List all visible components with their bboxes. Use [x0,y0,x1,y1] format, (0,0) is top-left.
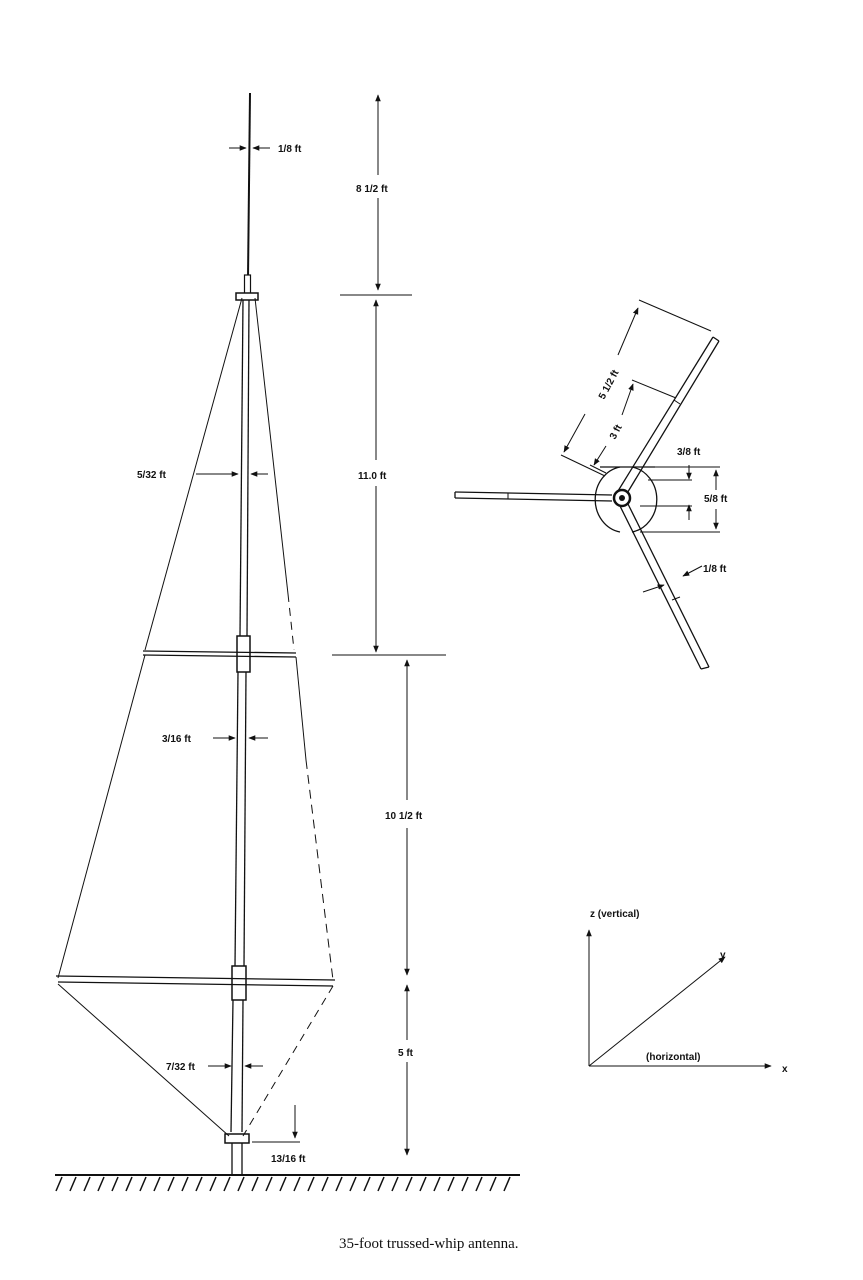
ground-hatch-mark [363,1176,371,1192]
ground-hatch-mark [279,1176,287,1192]
ground-hatch-mark [69,1176,77,1192]
label-arm-length-long: 5 1/2 ft [597,368,622,402]
ground-hatch-mark [139,1176,147,1192]
dimension-arm-dia: 1/8 ft [642,564,727,593]
label-top-rod-dia: 1/8 ft [278,144,302,155]
antenna-mast [224,92,259,1175]
ground-hatch-mark [153,1176,161,1192]
ground-hatch-mark [97,1176,105,1192]
dimension-base-rod-dia: 7/32 ft [166,1062,263,1073]
ground-hatch-mark [489,1176,497,1192]
ground-hatch-mark [475,1176,483,1192]
ground-hatch-mark [125,1176,133,1192]
truss-wires [55,297,336,1137]
dimension-mid-length: 11.0 ft [332,299,446,656]
ground-hatch-mark [377,1176,385,1192]
axis-x-label: x [782,1064,788,1075]
label-low-length: 10 1/2 ft [385,811,423,822]
ground-hatch-mark [55,1176,63,1192]
ground-hatch-mark [265,1176,273,1192]
ground-hatch-mark [503,1176,511,1192]
axis-horizontal-label: (horizontal) [646,1052,700,1063]
spreader-top-view [454,336,720,670]
ground-hatch-mark [321,1176,329,1192]
ground-hatch-mark [391,1176,399,1192]
label-hub-offset: 3/8 ft [677,447,701,458]
label-arm-dia: 1/8 ft [703,564,727,575]
dimension-base-height: 13/16 ft [252,1105,306,1165]
ground-hatch-mark [195,1176,203,1192]
ground-hatch-mark [251,1176,259,1192]
dimension-top-length: 8 1/2 ft [340,94,412,296]
figure-caption: 35-foot trussed-whip antenna. [339,1236,519,1252]
ground-hatch-mark [293,1176,301,1192]
ground-hatch-mark [419,1176,427,1192]
ground-hatch-mark [335,1176,343,1192]
ground-hatch-mark [83,1176,91,1192]
ground-hatch-mark [307,1176,315,1192]
label-mid-length: 11.0 ft [358,471,387,482]
ground-hatch-mark [447,1176,455,1192]
label-base-length: 5 ft [398,1048,414,1059]
label-mid-rod-dia: 5/32 ft [137,470,167,481]
ground-hatch-mark [223,1176,231,1192]
label-base-height: 13/16 ft [271,1154,306,1165]
ground-hatch-mark [405,1176,413,1192]
ground-hatch-mark [349,1176,357,1192]
dimension-hub-height: 5/8 ft [640,466,728,533]
dimension-base-length: 5 ft [398,984,414,1156]
label-low-rod-dia: 3/16 ft [162,734,192,745]
ground-hatch-mark [167,1176,175,1192]
axis-z-label: z (vertical) [590,909,639,920]
label-base-rod-dia: 7/32 ft [166,1062,196,1073]
dimension-top-rod-dia: 1/8 ft [229,144,302,155]
coordinate-axes: z (vertical) y x (horizontal) [586,909,788,1075]
label-top-length: 8 1/2 ft [356,184,388,195]
ground-line [55,1174,520,1192]
ground-hatch-mark [461,1176,469,1192]
ground-hatch-mark [111,1176,119,1192]
dimension-hub-offset: 3/8 ft [640,447,701,520]
label-arm-length-short: 3 ft [608,422,625,441]
ground-hatch-mark [209,1176,217,1192]
dimension-low-rod-dia: 3/16 ft [162,734,268,745]
ground-hatch-mark [433,1176,441,1192]
ground-hatch-mark [237,1176,245,1192]
dimension-mid-rod-dia: 5/32 ft [137,470,268,481]
axis-y-label: y [720,950,726,961]
ground-hatch-mark [181,1176,189,1192]
label-hub-height: 5/8 ft [704,494,728,505]
dimension-low-length: 10 1/2 ft [385,659,423,976]
